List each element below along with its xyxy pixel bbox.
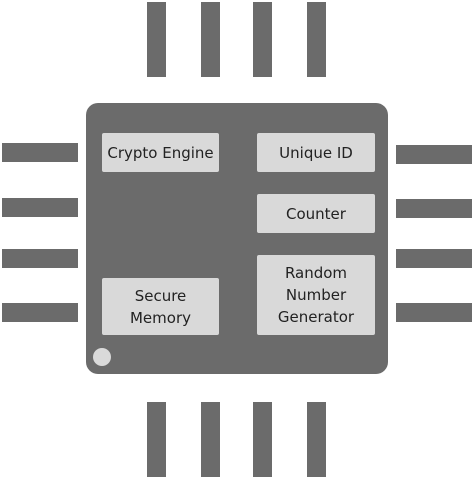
chip-pin-left-1 xyxy=(2,143,78,162)
chip-pin-right-1 xyxy=(396,145,472,164)
chip-pin-bottom-1 xyxy=(147,402,166,477)
block-crypto-engine: Crypto Engine xyxy=(102,133,219,172)
pin1-indicator-dot xyxy=(93,348,111,366)
chip-pin-right-3 xyxy=(396,249,472,268)
chip-pin-top-1 xyxy=(147,2,166,77)
chip-pin-top-3 xyxy=(253,2,272,77)
chip-pin-left-3 xyxy=(2,249,78,268)
chip-pin-bottom-4 xyxy=(307,402,326,477)
chip-pin-right-4 xyxy=(396,303,472,322)
chip-pin-bottom-3 xyxy=(253,402,272,477)
chip-pin-bottom-2 xyxy=(201,402,220,477)
chip-pin-left-2 xyxy=(2,198,78,217)
block-random-number-generator: Random Number Generator xyxy=(257,255,375,335)
chip-pin-left-4 xyxy=(2,303,78,322)
block-unique-id: Unique ID xyxy=(257,133,375,172)
block-counter: Counter xyxy=(257,194,375,233)
chip-pin-top-2 xyxy=(201,2,220,77)
chip-pin-top-4 xyxy=(307,2,326,77)
block-secure-memory: Secure Memory xyxy=(102,278,219,335)
chip-pin-right-2 xyxy=(396,199,472,218)
